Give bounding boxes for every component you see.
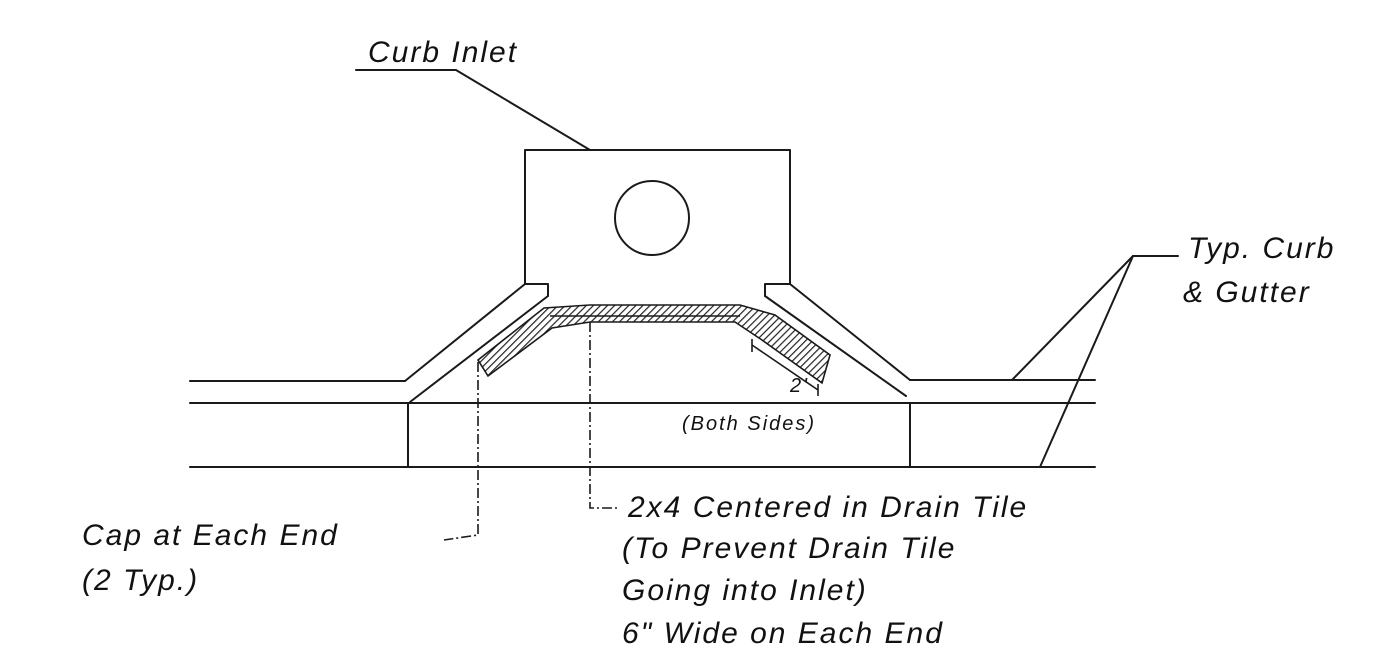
curb-and-gutter-lines (189, 283, 1096, 468)
curb-inlet-leader (355, 69, 591, 151)
inlet-grate-circle (614, 180, 690, 256)
curb-inlet-box (524, 149, 791, 297)
two-by-four-label-line-2: (To Prevent Drain Tile (622, 532, 956, 565)
cap-label: Cap at Each End (82, 519, 339, 552)
two-by-four-label-line-4: 6" Wide on Each End (622, 617, 944, 650)
curb-inlet-label: Curb Inlet (368, 36, 518, 69)
drain-tile (476, 304, 831, 385)
typ-curb-label: Typ. Curb (1188, 232, 1335, 265)
two-by-four-label-line-3: Going into Inlet) (622, 574, 868, 607)
cap-typ-label: (2 Typ.) (82, 564, 199, 597)
dimension-label: 2' (789, 375, 809, 397)
cap-leader (443, 362, 479, 541)
two-by-four-label-line-1: 2x4 Centered in Drain Tile (627, 491, 1028, 524)
two-by-four-leader (589, 322, 618, 509)
typ-curb-leaders (1011, 255, 1179, 468)
both-sides-label: (Both Sides) (682, 413, 816, 435)
gutter-label: & Gutter (1183, 276, 1311, 309)
dimension-2ft (751, 339, 819, 396)
